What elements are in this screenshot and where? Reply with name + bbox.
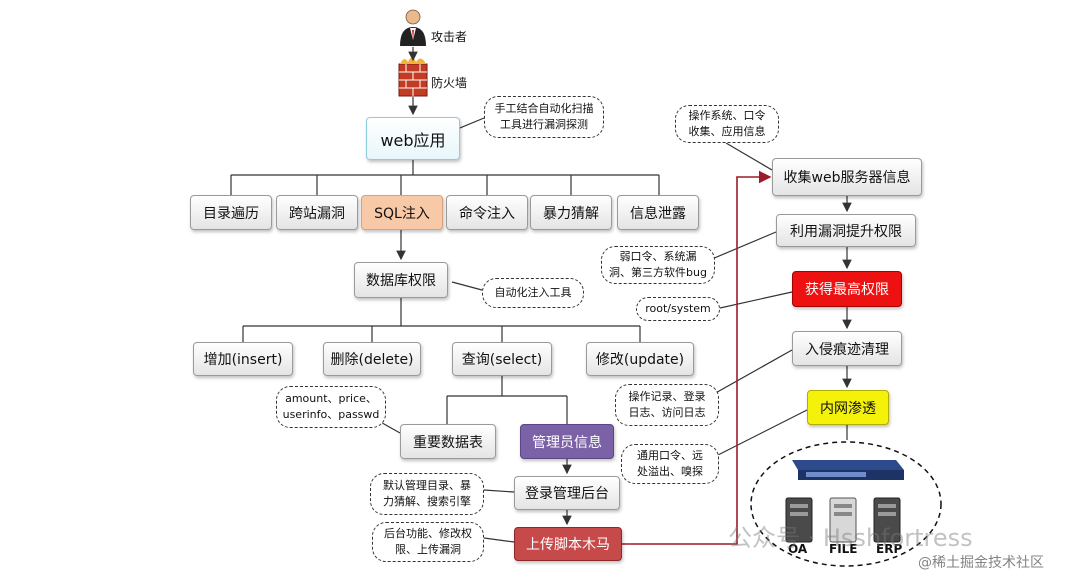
- return-arrow: [622, 170, 772, 545]
- server-icon: [873, 497, 901, 543]
- note-fields: amount、price、 userinfo、passwd: [276, 386, 386, 428]
- note-upload: 后台功能、修改权 限、上传漏洞: [372, 522, 484, 562]
- watermark-juejin: @稀土掘金技术社区: [918, 555, 1044, 571]
- vuln-dir-traversal: 目录遍历: [190, 195, 272, 230]
- vuln-sql-injection: SQL注入: [361, 195, 443, 230]
- vuln-xss: 跨站漏洞: [276, 195, 358, 230]
- vuln-info-leak: 信息泄露: [617, 195, 699, 230]
- note-scan: 手工结合自动化扫描 工具进行漏洞探测: [484, 96, 604, 138]
- important-table-node: 重要数据表: [400, 424, 496, 459]
- switch-icon: [792, 460, 904, 480]
- db-op-insert: 增加(insert): [193, 342, 293, 376]
- web-app-node: web应用: [366, 117, 460, 160]
- server-label-oa: OA: [788, 542, 808, 556]
- intranet-ellipse: [750, 441, 942, 567]
- watermark-wechat: 公众号 · Hsshfortress: [728, 524, 973, 552]
- db-privilege-node: 数据库权限: [354, 262, 448, 298]
- db-op-update: 修改(update): [586, 342, 694, 376]
- note-login: 默认管理目录、暴 力猜解、搜索引擎: [370, 473, 484, 515]
- db-op-select: 查询(select): [452, 342, 552, 376]
- server-label-erp: ERP: [876, 542, 903, 556]
- server-icon: [785, 497, 813, 543]
- attacker-label: 攻击者: [431, 30, 468, 44]
- server-icon: [829, 497, 857, 543]
- server-label-file: FILE: [829, 542, 858, 556]
- vuln-brute-force: 暴力猜解: [530, 195, 612, 230]
- note-root: root/system: [636, 297, 720, 321]
- connectors: [230, 47, 852, 543]
- firewall-icon: [398, 57, 428, 97]
- note-os-info: 操作系统、口令 收集、应用信息: [675, 105, 779, 143]
- note-auto-inject: 自动化注入工具: [482, 278, 584, 308]
- note-intranet: 通用口令、远 处溢出、嗅探: [621, 444, 719, 484]
- firewall-label: 防火墙: [431, 76, 468, 90]
- admin-info-node: 管理员信息: [520, 424, 614, 459]
- db-op-delete: 删除(delete): [323, 342, 421, 376]
- login-admin-node: 登录管理后台: [514, 476, 620, 510]
- highest-privilege-node: 获得最高权限: [792, 271, 902, 307]
- note-weak-pass: 弱口令、系统漏 洞、第三方软件bug: [601, 246, 715, 284]
- upload-trojan-node: 上传脚本木马: [514, 527, 622, 561]
- collect-server-info-node: 收集web服务器信息: [772, 158, 922, 196]
- cleanup-traces-node: 入侵痕迹清理: [792, 331, 902, 366]
- note-logs: 操作记录、登录 日志、访问日志: [615, 384, 719, 426]
- privilege-escalation-node: 利用漏洞提升权限: [776, 214, 916, 247]
- intranet-penetration-node: 内网渗透: [807, 390, 889, 425]
- vuln-command-injection: 命令注入: [446, 195, 528, 230]
- attacker-icon: [400, 9, 426, 46]
